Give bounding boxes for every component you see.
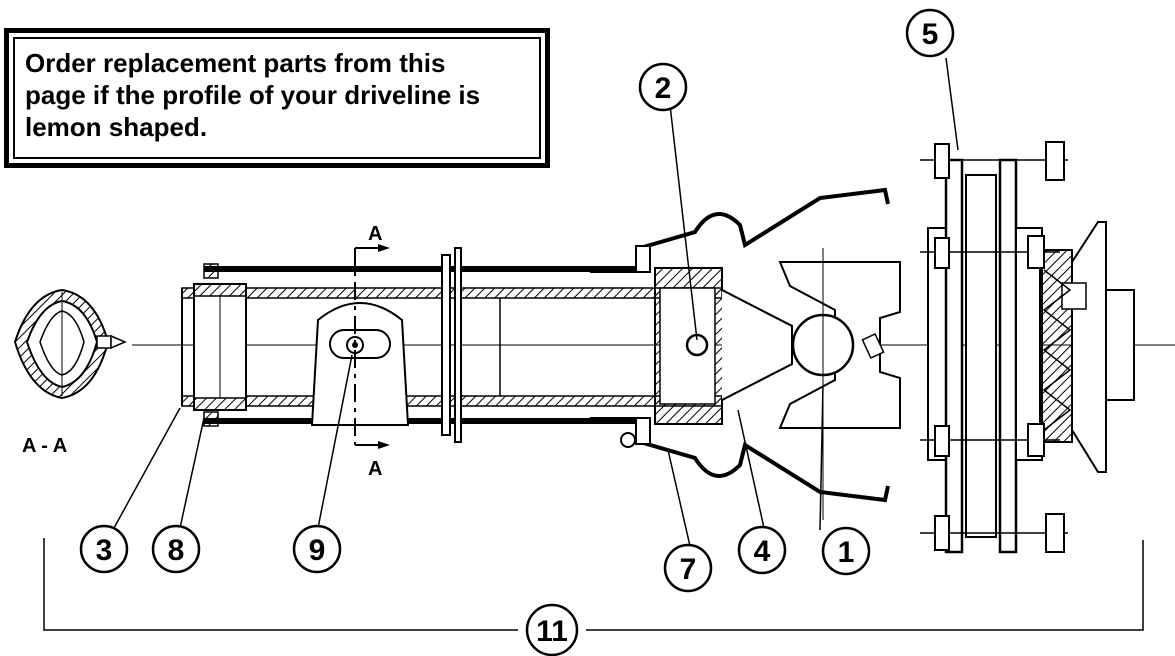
note-line-1: Order replacement parts from this — [25, 48, 446, 78]
section-cut-label-bottom: A — [368, 458, 382, 480]
lemon-profile-note: Order replacement parts from this page i… — [25, 47, 545, 143]
section-a-a-label: A - A — [22, 435, 67, 457]
section-a-a-view: A - A — [13, 288, 127, 457]
callout-8-label: 8 — [168, 534, 185, 567]
yoke-assembly — [654, 248, 901, 520]
callout-7: 7 — [663, 543, 713, 593]
bearing-ring — [193, 283, 247, 411]
slip-clutch-flange — [920, 141, 1135, 554]
callout-1-label: 1 — [838, 536, 855, 569]
callout-4-label: 4 — [754, 535, 771, 568]
callout-7-label: 7 — [680, 553, 697, 586]
callout-11: 11 — [525, 603, 579, 656]
leader-lines — [43, 57, 1144, 631]
section-cut-label-top: A — [368, 223, 382, 245]
callout-1: 1 — [821, 526, 871, 576]
note-line-3: lemon shaped. — [25, 112, 208, 142]
note-box-inner-border — [13, 37, 541, 159]
callout-8: 8 — [151, 524, 201, 574]
callout-5-label: 5 — [922, 18, 939, 51]
callout-11-label: 11 — [536, 615, 568, 648]
callout-5: 5 — [905, 8, 955, 58]
callout-9: 9 — [292, 524, 342, 574]
guard-flange-discs — [441, 247, 462, 443]
lemon-profile-note-box: Order replacement parts from this page i… — [4, 28, 550, 168]
callout-2: 2 — [638, 62, 688, 112]
outer-guard-tube — [203, 263, 642, 427]
callout-4: 4 — [737, 525, 787, 575]
note-line-2: page if the profile of your driveline is — [25, 80, 481, 110]
callout-3: 3 — [79, 524, 129, 574]
callout-3-label: 3 — [96, 534, 113, 567]
retaining-bracket — [310, 302, 410, 426]
inner-profile-tube — [181, 287, 723, 407]
callout-2-label: 2 — [655, 72, 672, 105]
callout-9-label: 9 — [309, 534, 326, 567]
guard-bell — [590, 187, 890, 503]
section-cut-line: A A — [354, 223, 390, 480]
